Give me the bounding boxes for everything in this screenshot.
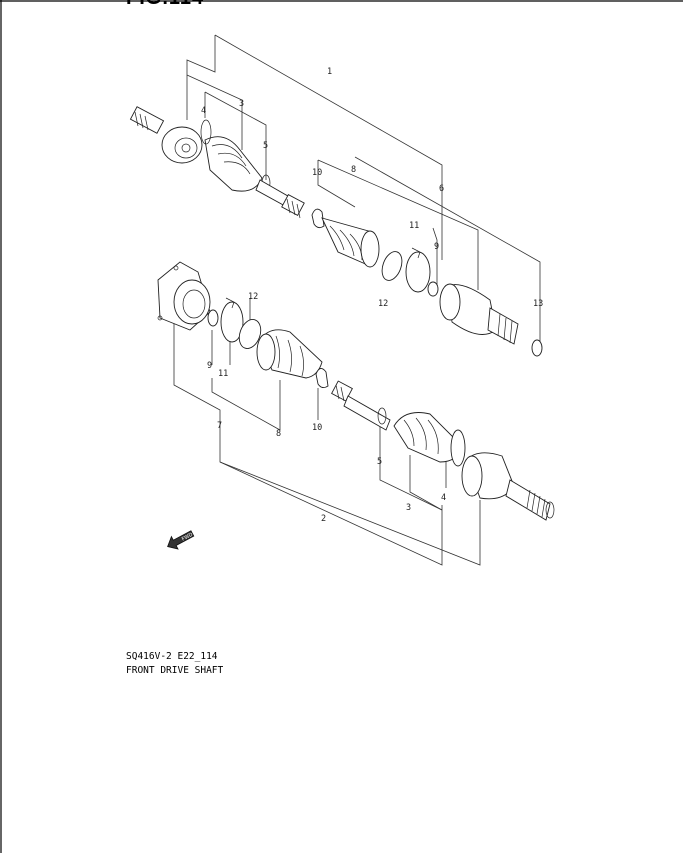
upper-outer-stub-shaft <box>129 106 165 134</box>
callout-4: 4 <box>201 106 206 116</box>
upper-clamp-4 <box>200 119 212 145</box>
forward-arrow-icon: FWD <box>167 530 195 550</box>
leader-6 <box>354 156 541 345</box>
lower-ring-12 <box>238 319 262 349</box>
lower-shaft-bar <box>331 380 391 431</box>
callout-3-lower: 3 <box>406 503 411 513</box>
callout-6: 6 <box>439 184 444 194</box>
snap-ring-13 <box>531 339 543 357</box>
callout-9: 9 <box>434 242 439 252</box>
lower-clamp-4 <box>450 429 466 467</box>
callout-5: 5 <box>263 141 268 151</box>
lower-bearing-housing <box>157 261 211 331</box>
callout-13: 13 <box>533 299 543 309</box>
leader-1b <box>214 34 443 260</box>
leader-7 <box>173 318 221 440</box>
leader-2 <box>219 461 481 566</box>
upper-ring-9 <box>427 281 439 297</box>
callout-1: 1 <box>327 67 332 77</box>
diagram-code: SQ416V-2 E22_114 <box>126 651 218 662</box>
lower-outer-cv-joint <box>461 452 555 521</box>
upper-inner-boot <box>321 217 380 268</box>
leader-7b <box>219 440 443 566</box>
callout-10: 10 <box>312 168 322 178</box>
callout-5-lower: 5 <box>377 457 382 467</box>
upper-clamp-10 <box>311 208 325 229</box>
figure-title: FIG.114 <box>126 0 204 10</box>
callout-10-lower: 10 <box>312 423 322 433</box>
callout-4-lower: 4 <box>441 493 446 503</box>
leader-1 <box>186 35 216 120</box>
callout-11-lower: 11 <box>218 369 228 379</box>
upper-clamp-11 <box>405 247 431 293</box>
upper-shaft-bar <box>255 179 305 219</box>
callout-7: 7 <box>217 421 222 431</box>
leader-8c <box>211 378 281 431</box>
lower-clamp-5 <box>377 407 387 425</box>
forward-arrow-label: FWD <box>181 532 194 543</box>
callout-2: 2 <box>321 514 326 524</box>
leader-3 <box>186 74 243 150</box>
lower-ring-9 <box>207 309 219 327</box>
upper-outer-boot <box>204 136 263 192</box>
leader-9 <box>432 227 438 285</box>
leader-8b <box>317 159 479 290</box>
leader-5b <box>379 420 443 511</box>
leader-5 <box>204 91 267 180</box>
upper-outer-cv-joint <box>161 126 203 164</box>
callout-8: 8 <box>351 165 356 175</box>
leader-8 <box>317 160 356 208</box>
upper-inner-cv-joint <box>439 283 519 345</box>
lower-inner-boot <box>256 329 323 379</box>
leader-3b <box>409 455 443 511</box>
upper-ring-12 <box>381 251 403 281</box>
callout-11: 11 <box>409 221 419 231</box>
diagram-name: FRONT DRIVE SHAFT <box>126 665 224 676</box>
callout-12: 12 <box>378 299 388 309</box>
callout-12-lower: 12 <box>248 292 258 302</box>
lower-clamp-10 <box>315 368 329 389</box>
callout-3: 3 <box>239 99 244 109</box>
callout-8-lower: 8 <box>276 429 281 439</box>
lower-clamp-11 <box>220 297 244 343</box>
callout-9-lower: 9 <box>207 361 212 371</box>
